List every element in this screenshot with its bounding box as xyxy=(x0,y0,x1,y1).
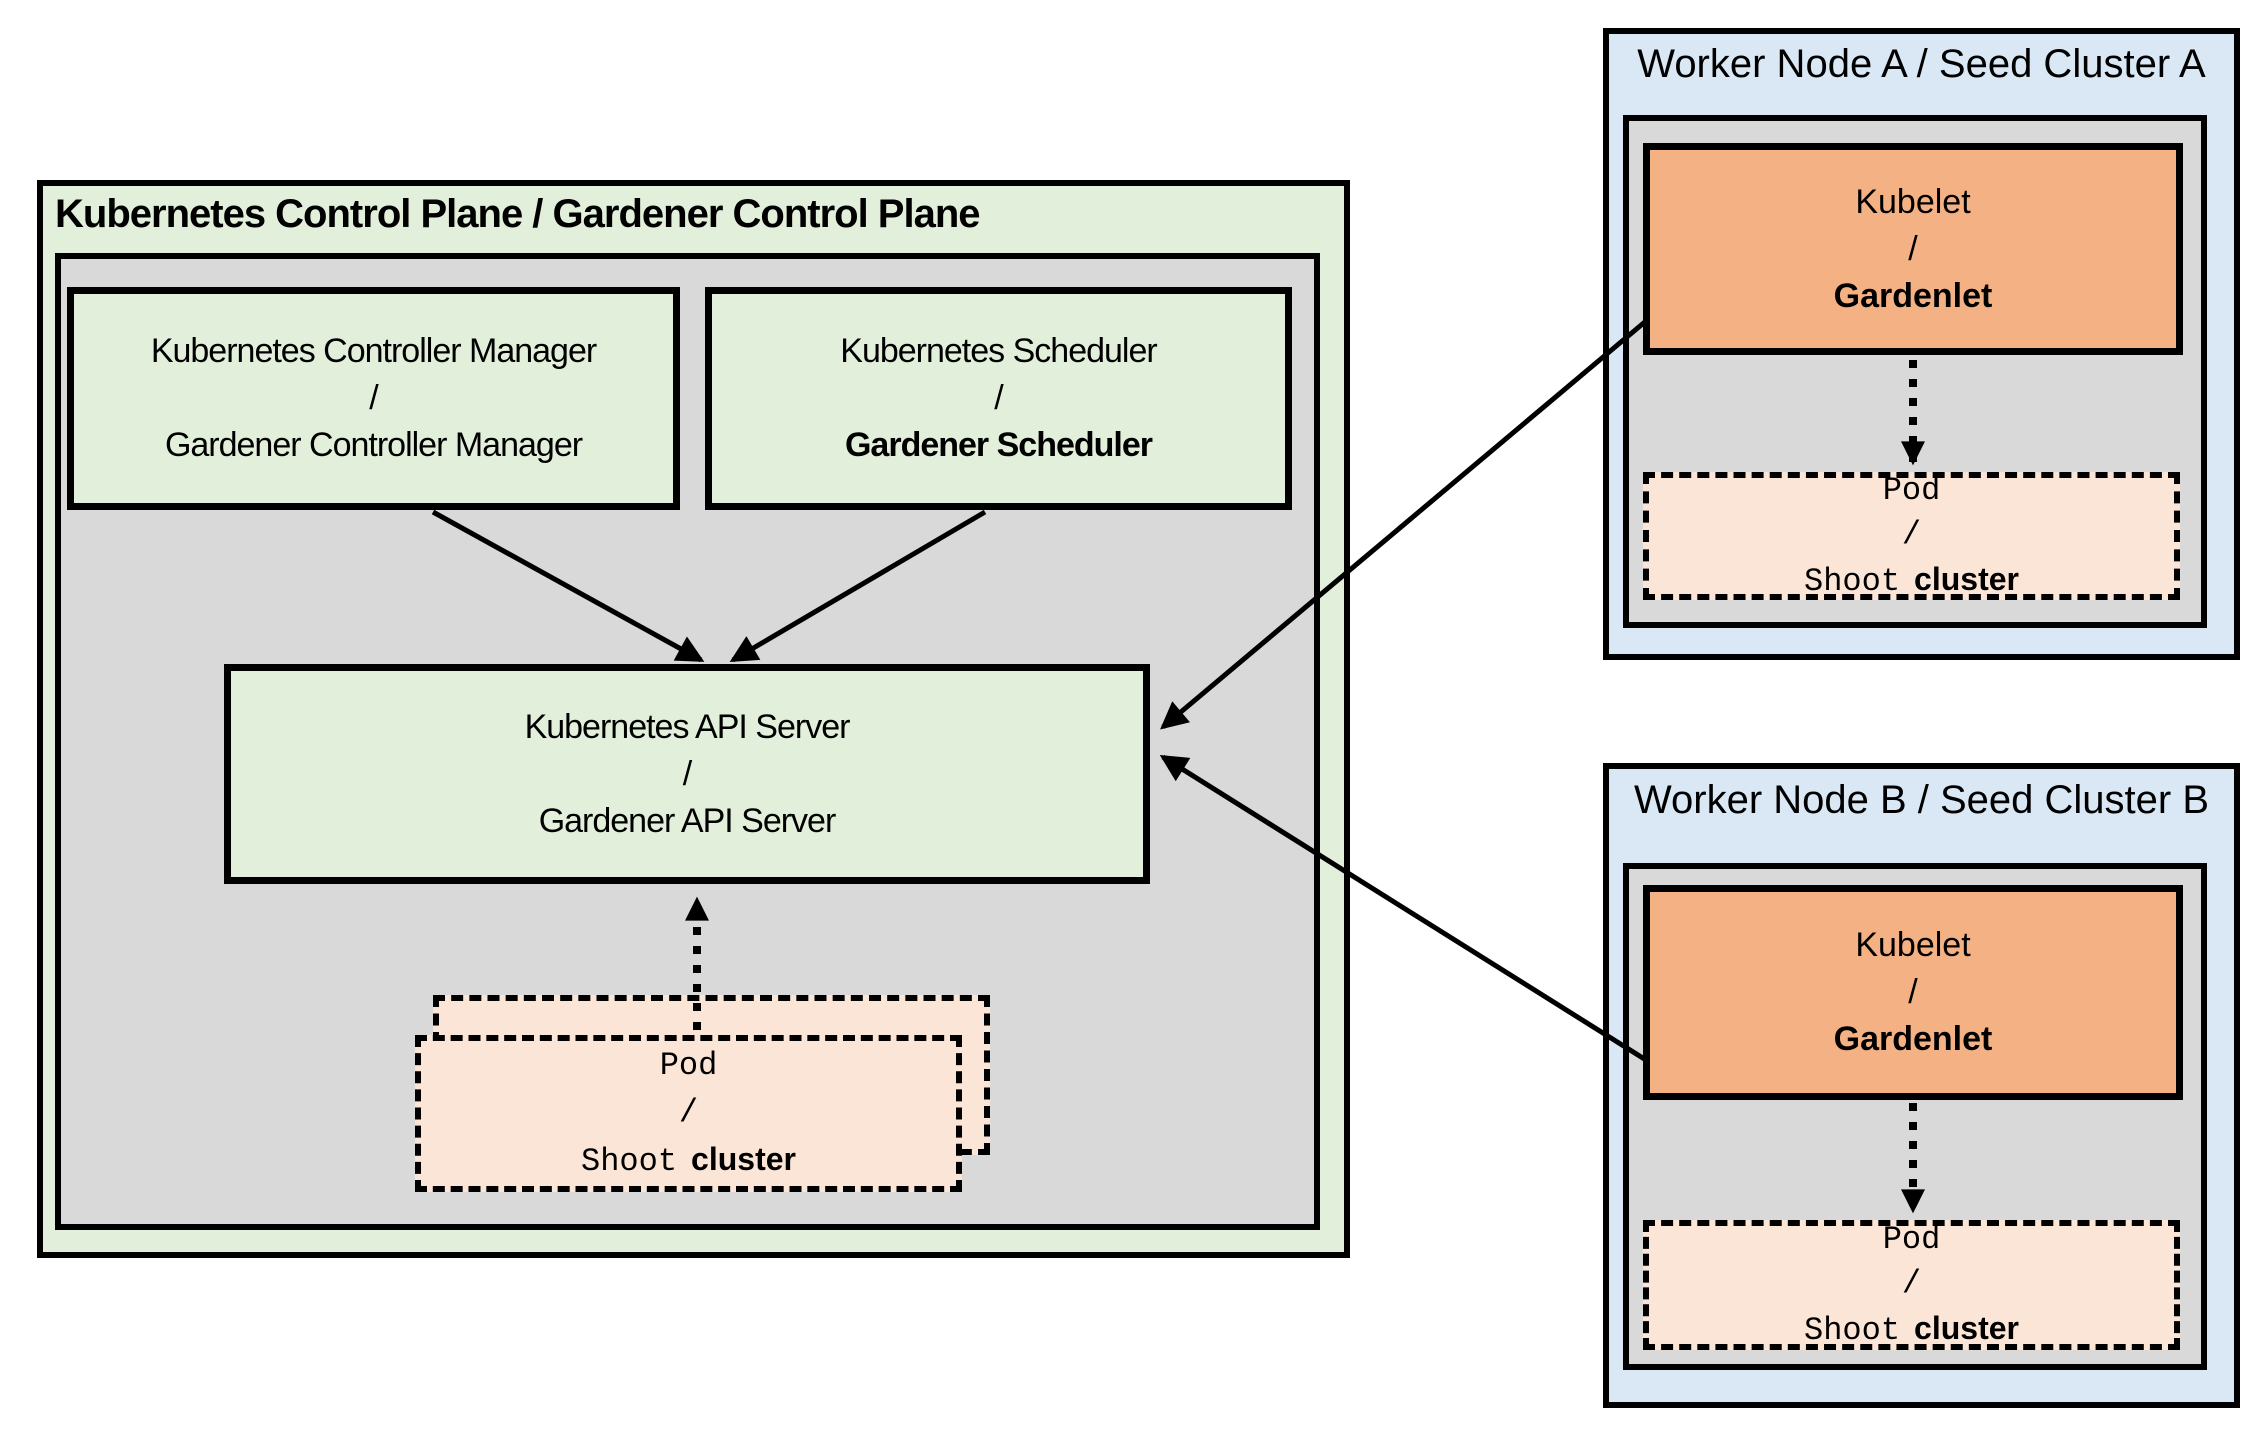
api-server-divider: / xyxy=(682,754,693,793)
worker-a-shoot-cluster-label: Shoot cluster xyxy=(1804,557,2019,604)
worker-a-gardenlet-label: Gardenlet xyxy=(1833,276,1993,315)
scheduler-bottom-label: Gardener Scheduler xyxy=(844,426,1153,464)
scheduler-divider: / xyxy=(994,379,1004,417)
api-server-box: Kubernetes API Server / Gardener API Ser… xyxy=(224,664,1150,884)
scheduler-box: Kubernetes Scheduler / Gardener Schedule… xyxy=(705,287,1292,510)
worker-b-gardenlet-label: Gardenlet xyxy=(1833,1020,1993,1058)
controller-manager-box: Kubernetes Controller Manager / Gardener… xyxy=(67,287,680,510)
api-server-bottom-label: Gardener API Server xyxy=(538,801,837,840)
worker-b-pod-divider: / xyxy=(1901,1264,1922,1302)
scheduler-top-label: Kubernetes Scheduler xyxy=(840,332,1157,370)
worker-b-pod-label: Pod xyxy=(1882,1220,1941,1258)
controller-manager-top-label: Kubernetes Controller Manager xyxy=(150,332,597,370)
pod-divider: / xyxy=(678,1094,699,1131)
worker-a-kubelet-box: Kubelet / Gardenlet xyxy=(1643,143,2183,355)
api-server-top-label: Kubernetes API Server xyxy=(524,707,851,746)
worker-b-kubelet-divider: / xyxy=(1908,973,1918,1011)
controller-manager-bottom-label: Gardener Controller Manager xyxy=(164,426,583,464)
worker-b-kubelet-top-label: Kubelet xyxy=(1855,926,1971,964)
worker-a-kubelet-top-label: Kubelet xyxy=(1855,182,1971,221)
worker-b-shoot-cluster-label: Shoot cluster xyxy=(1804,1306,2019,1353)
worker-a-pod-box: Pod / Shoot cluster xyxy=(1643,472,2180,600)
worker-b-cluster-label: cluster xyxy=(1914,1309,2019,1346)
pod-label: Pod xyxy=(659,1047,718,1084)
shoot-code-label: Shoot xyxy=(581,1143,678,1180)
pod-stack-front-box: Pod / Shoot cluster xyxy=(415,1035,962,1192)
worker-b-kubelet-box: Kubelet / Gardenlet xyxy=(1643,885,2183,1100)
worker-node-a-title: Worker Node A / Seed Cluster A xyxy=(1637,42,2206,86)
worker-b-shoot-code-label: Shoot xyxy=(1804,1311,1901,1349)
worker-a-cluster-label: cluster xyxy=(1914,560,2019,597)
cluster-label: cluster xyxy=(691,1141,796,1177)
worker-b-pod-box: Pod / Shoot cluster xyxy=(1643,1220,2180,1350)
worker-node-b-title: Worker Node B / Seed Cluster B xyxy=(1633,778,2210,822)
worker-a-pod-divider: / xyxy=(1901,515,1922,553)
worker-a-kubelet-divider: / xyxy=(1908,229,1918,268)
control-plane-title: Kubernetes Control Plane / Gardener Cont… xyxy=(55,192,981,236)
controller-manager-divider: / xyxy=(369,379,379,417)
shoot-cluster-label: Shoot cluster xyxy=(581,1136,796,1185)
worker-a-pod-label: Pod xyxy=(1882,471,1941,509)
worker-a-shoot-code-label: Shoot xyxy=(1804,562,1901,600)
